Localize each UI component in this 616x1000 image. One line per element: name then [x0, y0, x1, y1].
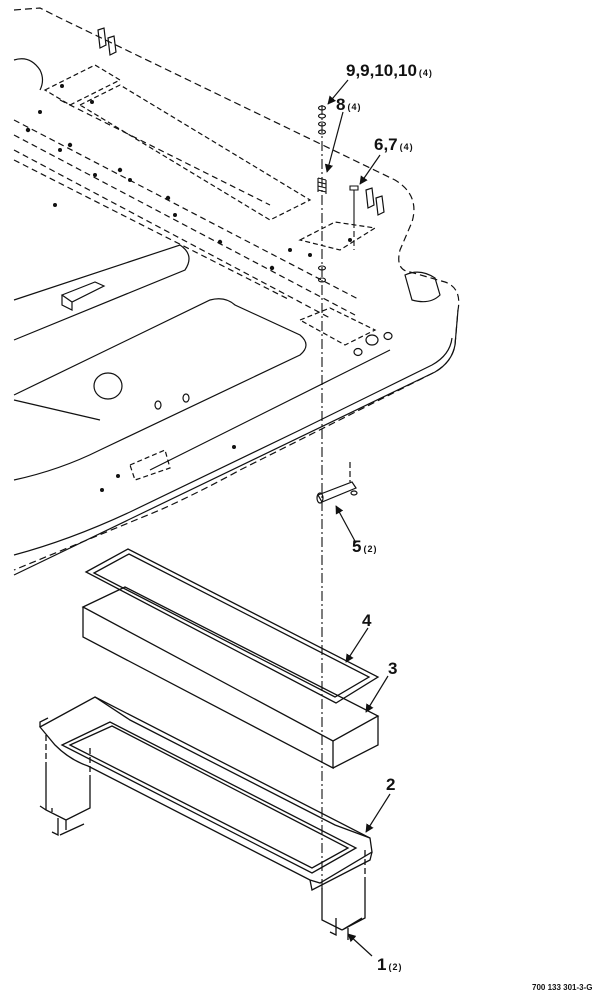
gasket-4	[84, 548, 380, 704]
callout-6: 6,7(4)	[374, 135, 414, 154]
callout-5-number: 5	[352, 537, 361, 556]
hinge-right	[365, 187, 385, 216]
svg-text:6,7(4): 6,7(4)	[374, 135, 414, 154]
callout-6-qty: (4)	[400, 142, 414, 152]
dashed-rail-1	[13, 119, 361, 319]
callout-5: 5(2)	[352, 537, 377, 556]
callout-1: 1(2)	[377, 955, 402, 974]
inner-panel-1	[13, 244, 190, 341]
grommet-3	[353, 347, 363, 357]
small-hole-1	[154, 400, 162, 410]
hinge-left	[97, 27, 117, 56]
callout-3-number: 3	[388, 659, 397, 678]
callout-1-number: 1	[377, 955, 386, 974]
grommet-1	[365, 334, 379, 346]
hanger-clips-1	[39, 735, 366, 940]
callout-3: 3	[388, 659, 397, 678]
leader-lines	[324, 79, 391, 957]
round-opening	[93, 372, 123, 400]
hanger-left-dash	[45, 735, 91, 778]
clip-5	[316, 462, 358, 504]
callout-4: 4	[362, 611, 372, 630]
handle-slot	[404, 271, 441, 303]
tray-2	[38, 696, 373, 891]
leader-1	[347, 933, 373, 957]
callout-9-qty: (4)	[419, 68, 433, 78]
filter-element-3	[81, 586, 380, 770]
housing-lower-edge	[13, 337, 453, 556]
svg-text:8(4): 8(4)	[336, 95, 361, 114]
right-mount-plate	[298, 221, 377, 251]
callout-8-number: 8	[336, 95, 345, 114]
leader-5	[335, 505, 357, 544]
leader-8	[324, 111, 344, 173]
callout-9-number: 9,9,10,10	[346, 61, 417, 80]
svg-text:5(2): 5(2)	[352, 537, 377, 556]
hanger-right	[321, 880, 366, 940]
callout-9: 9,9,10,10(4)	[346, 61, 433, 80]
callout-2-number: 2	[386, 775, 395, 794]
center-strip	[298, 307, 377, 346]
top-mount-plate	[43, 64, 122, 106]
clip-bracket	[60, 281, 106, 311]
leader-6	[359, 154, 381, 185]
callout-8-qty: (4)	[347, 102, 361, 112]
svg-text:9,9,10,10(4): 9,9,10,10(4)	[346, 61, 433, 80]
fastener-holes	[25, 84, 352, 492]
lower-tab	[129, 449, 171, 481]
housing-side-edge	[13, 309, 459, 576]
inner-panel-3	[149, 349, 391, 471]
hanger-left	[39, 765, 91, 837]
callout-8: 8(4)	[336, 95, 361, 114]
leader-9	[327, 79, 349, 105]
drawing-number: 700 133 301-3-G	[532, 983, 593, 992]
leader-2	[365, 793, 391, 833]
callout-2: 2	[386, 775, 395, 794]
leader-4	[345, 627, 369, 663]
hardware-stack	[317, 105, 359, 890]
corner-curl	[13, 58, 44, 91]
callout-4-number: 4	[362, 611, 372, 630]
small-hole-2	[182, 393, 190, 403]
callout-6-number: 6,7	[374, 135, 398, 154]
inner-panel-2	[13, 298, 307, 481]
callout-5-qty: (2)	[363, 544, 377, 554]
grommet-2	[383, 331, 393, 341]
top-recess	[78, 84, 312, 221]
dashed-rail-2	[13, 99, 291, 301]
bolt-6	[349, 185, 359, 222]
housing-outline	[13, 7, 460, 571]
svg-text:1(2): 1(2)	[377, 955, 402, 974]
leader-3	[365, 675, 389, 713]
housing-assembly	[13, 7, 460, 576]
callout-1-qty: (2)	[388, 962, 402, 972]
